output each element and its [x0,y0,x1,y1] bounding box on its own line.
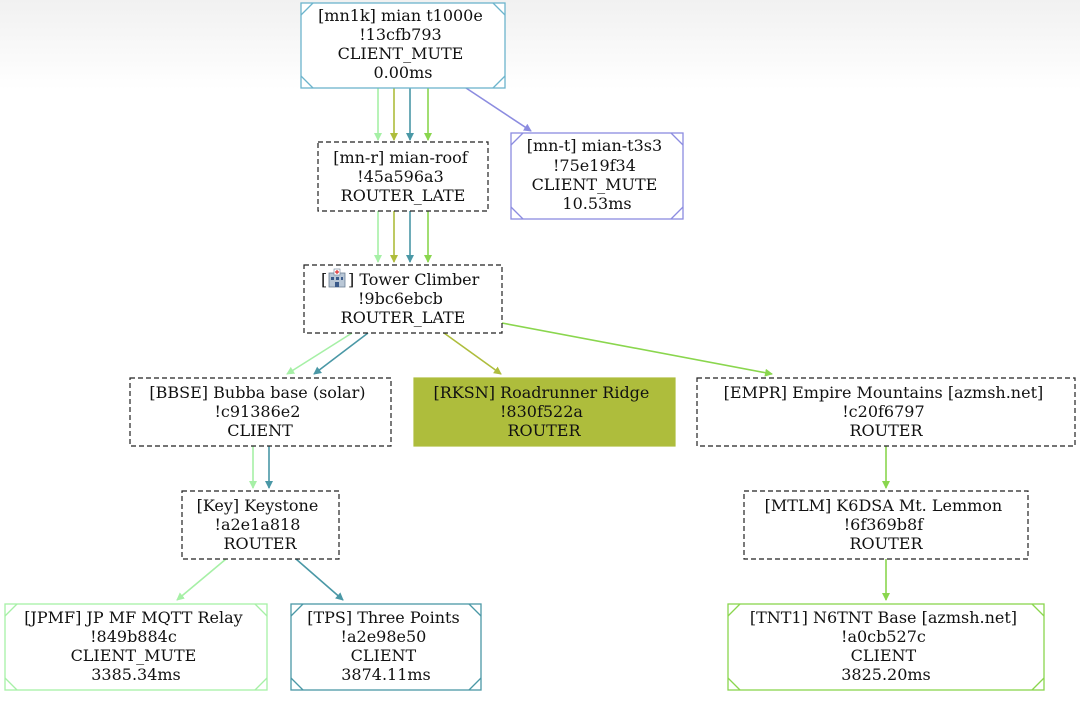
edge-tower-bbse-teal [313,332,369,375]
node-jpmf-role: CLIENT_MUTE [71,646,197,665]
node-mnt-label: [mn-t] mian-t3s3 [527,136,662,155]
node-key-role: ROUTER [223,534,297,553]
node-empr-label: [EMPR] Empire Mountains [azmsh.net] [724,383,1044,402]
node-mn1k-role: CLIENT_MUTE [338,44,464,63]
node-key-label: [Key] Keystone [197,496,319,515]
svg-text:[MTLM] K6DSA Mt. Lemmon: [MTLM] K6DSA Mt. Lemmon !6f369b8f ROUTER [765,496,1008,553]
node-tower-label: ] Tower Climber [348,270,480,289]
node-rksn-label: [RKSN] Roadrunner Ridge [434,383,650,402]
node-bbse-id: !c91386e2 [214,402,300,421]
node-tnt1-id: !a0cb527c [841,627,926,646]
node-empr[interactable]: [EMPR] Empire Mountains [azmsh.net] !c20… [696,377,1076,447]
edge-tower-empr [501,322,773,377]
edge-mn1k-mnt [465,87,532,132]
svg-text:[Key] Keystone !a2e1a818: [Key] Keystone !a2e1a818 ROUTER [197,496,324,553]
node-empr-id: !c20f6797 [842,402,924,421]
edge-tower-rksn [443,332,502,375]
svg-text:[mn-t] mian-t3s3 !75e19f: [mn-t] mian-t3s3 !75e19f34 CLIENT_MUTE 1… [527,136,668,213]
hospital-emoji-icon [328,268,346,288]
node-jpmf[interactable]: [JPMF] JP MF MQTT Relay !849b884c CLIENT… [4,603,268,691]
node-tps-label: [TPS] Three Points [307,608,459,627]
node-mtlm[interactable]: [MTLM] K6DSA Mt. Lemmon !6f369b8f ROUTER [743,490,1029,560]
node-bbse-role: CLIENT [227,421,293,440]
edge-tower-bbse-lightgreen [286,332,353,375]
node-mnr-role: ROUTER_LATE [341,186,466,205]
node-mtlm-label: [MTLM] K6DSA Mt. Lemmon [765,496,1003,515]
node-tnt1[interactable]: [TNT1] N6TNT Base [azmsh.net] !a0cb527c … [727,603,1045,691]
node-mn1k-label: [mn1k] mian t1000e [318,6,483,25]
node-mnt-role: CLIENT_MUTE [532,175,658,194]
node-rksn[interactable]: [RKSN] Roadrunner Ridge !830f522a ROUTER [413,377,676,447]
node-bbse[interactable]: [BBSE] Bubba base (solar) !c91386e2 CLIE… [129,377,392,447]
node-tower[interactable]: [ ] Tower Climber !9bc6ebcb ROUTER_LATE [303,264,503,334]
node-key-id: !a2e1a818 [215,515,301,534]
node-tower-id: !9bc6ebcb [358,289,443,308]
node-mnr-label: [mn-r] mian-roof [333,148,469,167]
node-jpmf-id: !849b884c [90,627,177,646]
node-tnt1-role: CLIENT [851,646,917,665]
node-tower-role: ROUTER_LATE [341,308,466,327]
node-key[interactable]: [Key] Keystone !a2e1a818 ROUTER [181,490,340,560]
node-tps-latency: 3874.11ms [341,665,431,684]
node-jpmf-latency: 3385.34ms [91,665,181,684]
svg-text:[mn1k] mian t1000e !13cf: [mn1k] mian t1000e !13cfb793 CLIENT_MUTE… [318,6,488,82]
node-empr-role: ROUTER [849,421,923,440]
node-jpmf-label: [JPMF] JP MF MQTT Relay [24,608,243,627]
svg-text:[JPMF] JP MF MQTT Relay: [JPMF] JP MF MQTT Relay !849b884c CLIENT… [24,608,248,684]
node-rksn-role: ROUTER [507,421,581,440]
node-mn1k-id: !13cfb793 [359,25,441,44]
node-mnr-id: !45a596a3 [357,167,444,186]
node-tps-role: CLIENT [351,646,417,665]
node-tower-bracket: [ [321,270,327,289]
node-mtlm-id: !6f369b8f [844,515,924,534]
node-mnt-latency: 10.53ms [562,194,631,213]
svg-text:[BBSE] Bubba base (solar): [BBSE] Bubba base (solar) !c91386e2 CLIE… [149,383,370,440]
svg-text:[TPS] Three Points !a2e9: [TPS] Three Points !a2e98e50 CLIENT 3874… [307,608,465,684]
svg-text:[RKSN] Roadrunner Ridge: [RKSN] Roadrunner Ridge !830f522a ROUTER [434,383,655,440]
node-tnt1-label: [TNT1] N6TNT Base [azmsh.net] [750,608,1017,627]
svg-text:[EMPR] Empire Mountains [azmsh: [EMPR] Empire Mountains [azmsh.net] !c20… [724,383,1049,440]
node-mnt-id: !75e19f34 [553,156,636,175]
node-mn1k[interactable]: [mn1k] mian t1000e !13cfb793 CLIENT_MUTE… [300,2,506,89]
node-rksn-id: !830f522a [500,402,583,421]
node-mtlm-role: ROUTER [849,534,923,553]
svg-text:[TNT1] N6TNT Base [azmsh.net]: [TNT1] N6TNT Base [azmsh.net] !a0cb527c … [750,608,1022,684]
svg-text:[mn-r] mian-roof !45a596: [mn-r] mian-roof !45a596a3 ROUTER_LATE [333,148,473,205]
node-tps-id: !a2e98e50 [341,627,427,646]
node-mnr[interactable]: [mn-r] mian-roof !45a596a3 ROUTER_LATE [317,141,489,212]
node-tnt1-latency: 3825.20ms [841,665,931,684]
edge-key-jpmf [176,558,227,601]
edges [176,87,890,601]
node-mnt[interactable]: [mn-t] mian-t3s3 !75e19f34 CLIENT_MUTE 1… [510,132,684,220]
node-mn1k-latency: 0.00ms [373,63,432,82]
node-tps[interactable]: [TPS] Three Points !a2e98e50 CLIENT 3874… [290,603,482,691]
svg-text:!9bc6ebcb ROUTER_LATE: !9bc6ebcb ROUTER_LATE [341,289,466,327]
node-bbse-label: [BBSE] Bubba base (solar) [149,383,365,402]
edge-key-tps [295,558,344,601]
